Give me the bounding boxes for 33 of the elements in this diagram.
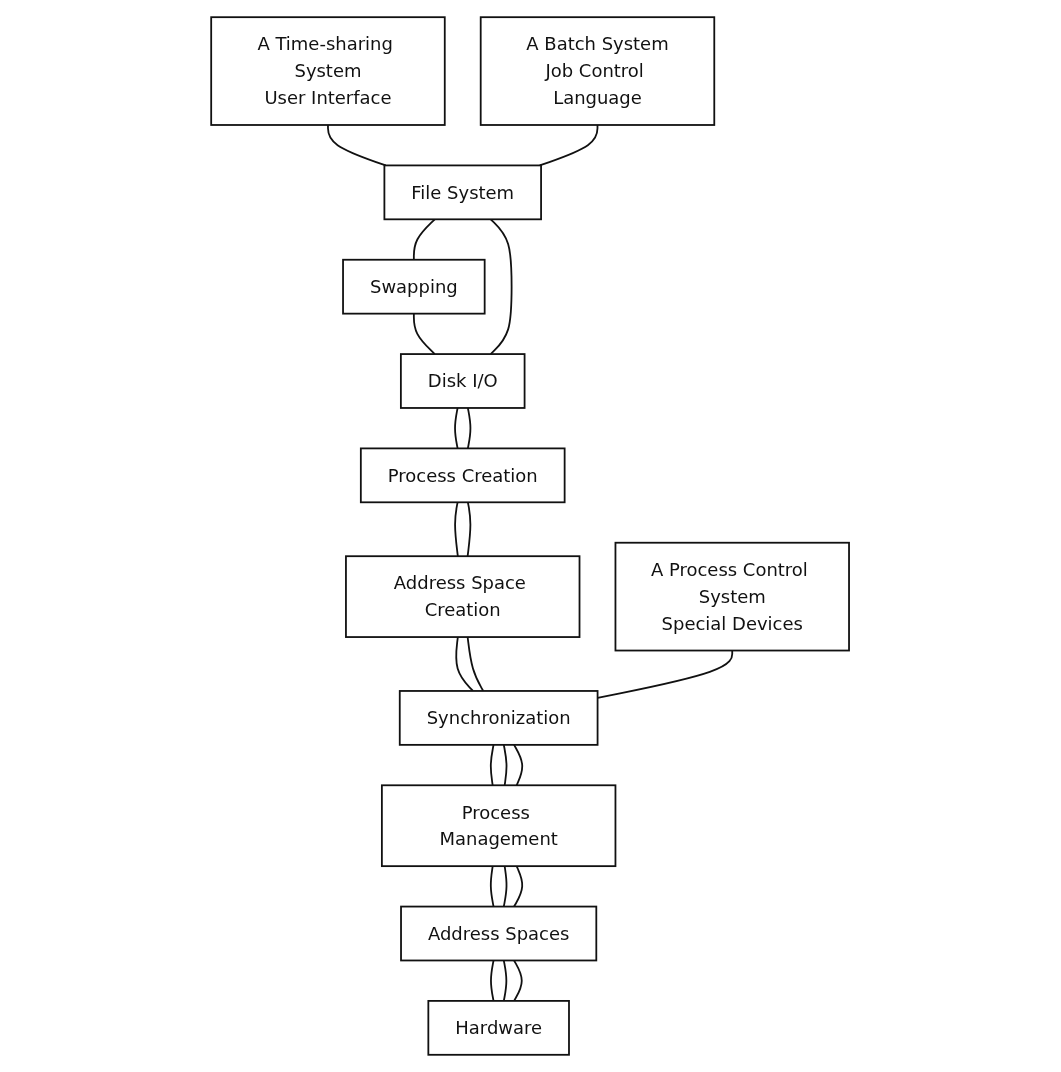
node-box: Disk I/O xyxy=(400,353,526,409)
connector xyxy=(454,407,459,450)
node-box: A Process Control System Special Devices xyxy=(614,541,851,652)
node-box: Process Creation xyxy=(360,447,566,504)
connector xyxy=(513,865,524,908)
connector xyxy=(490,218,513,355)
connector xyxy=(513,743,524,787)
connector xyxy=(327,124,387,167)
connector xyxy=(490,743,495,787)
connector xyxy=(597,649,734,699)
connector xyxy=(503,743,508,787)
connector xyxy=(467,501,472,558)
connector xyxy=(454,501,460,558)
connector xyxy=(503,959,508,1002)
node-box: A Time-sharing System User Interface xyxy=(210,16,447,126)
node-box: Synchronization xyxy=(399,690,599,746)
connector xyxy=(539,124,599,167)
connector xyxy=(413,312,437,355)
node-box: Swapping xyxy=(342,258,486,315)
connector xyxy=(490,865,495,908)
node-box: File System xyxy=(383,164,543,221)
connector xyxy=(513,959,524,1002)
node-box: Address Spaces xyxy=(400,905,598,962)
node-box: Address Space Creation xyxy=(345,555,581,638)
connector xyxy=(467,636,485,692)
connector xyxy=(490,959,495,1002)
connector xyxy=(413,218,437,261)
node-box: Process Management xyxy=(381,784,617,868)
node-box: Hardware xyxy=(427,1000,571,1056)
connector xyxy=(503,865,508,908)
connector xyxy=(455,636,475,692)
node-box: A Batch System Job Control Language xyxy=(480,16,716,126)
connector xyxy=(467,407,472,450)
